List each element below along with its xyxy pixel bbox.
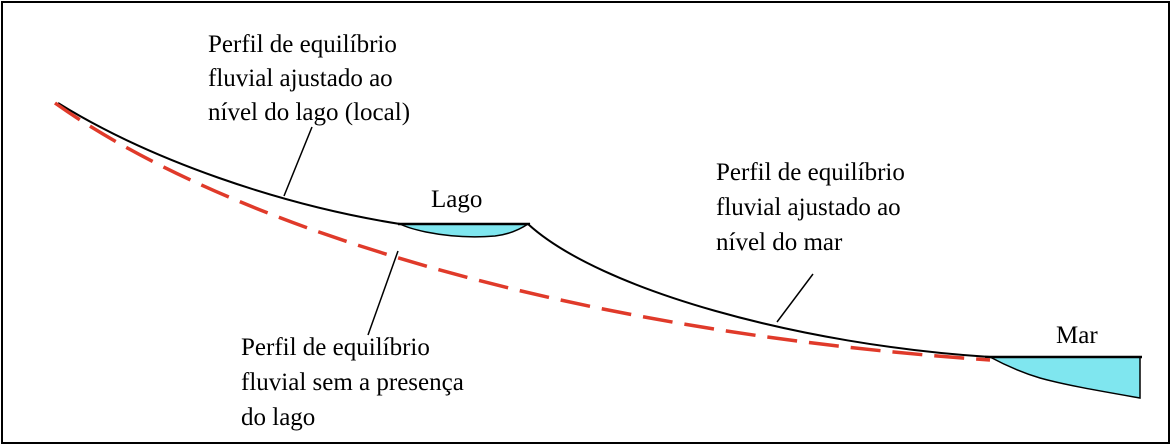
no-lake-profile-label-line-1: Perfil de equilíbrio — [241, 334, 430, 361]
no-lake-profile-dashed-line — [53, 101, 991, 362]
lake-water — [399, 223, 531, 238]
sea-profile-label-line-2: fluvial ajustado ao — [716, 194, 901, 221]
lake-profile-label-line-3: nível do lago (local) — [208, 99, 410, 126]
lake-level-profile-line — [57, 102, 401, 225]
lake-label: Lago — [431, 186, 482, 213]
sea-profile-label: Perfil de equilíbrio fluvial ajustado ao… — [716, 159, 911, 256]
lake-profile-label: Perfil de equilíbrio fluvial ajustado ao… — [208, 31, 410, 126]
lake-profile-leader-line — [283, 126, 313, 197]
sea-level-profile-line — [527, 223, 991, 358]
lake-profile-label-line-1: Perfil de equilíbrio — [208, 31, 397, 58]
no-lake-profile-leader-line — [367, 250, 399, 336]
sea-profile-label-line-1: Perfil de equilíbrio — [716, 159, 905, 186]
sea-profile-leader-line — [776, 273, 814, 323]
no-lake-profile-label-line-3: do lago — [241, 404, 315, 431]
sea-water — [989, 356, 1141, 399]
no-lake-profile-label: Perfil de equilíbrio fluvial sem a prese… — [241, 334, 470, 431]
lake-profile-label-line-2: fluvial ajustado ao — [208, 65, 393, 92]
sea-label: Mar — [1056, 322, 1098, 349]
sea-profile-label-line-3: nível do mar — [716, 229, 843, 256]
no-lake-profile-label-line-2: fluvial sem a presença — [241, 369, 464, 396]
